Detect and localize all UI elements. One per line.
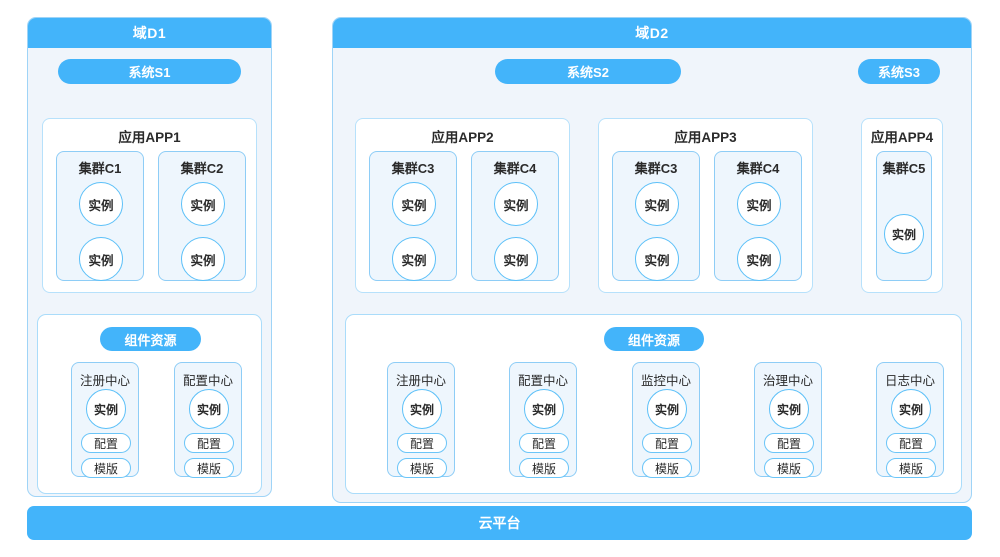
instance-node[interactable]: 实例 xyxy=(884,214,924,254)
component-title-registry: 注册中心 xyxy=(395,374,446,388)
component-tag-template[interactable]: 模版 xyxy=(886,458,936,478)
component-tag-config[interactable]: 配置 xyxy=(184,433,234,453)
component-box-governance[interactable]: 治理中心 实例 配置 模版 xyxy=(754,362,822,478)
app-title-app2: 应用APP2 xyxy=(431,130,494,145)
component-resources-d1: 组件资源 注册中心 实例 配置 模版 配置中心 实例 配置 模版 xyxy=(37,314,262,494)
component-tag-template[interactable]: 模版 xyxy=(519,458,569,478)
instance-node[interactable]: 实例 xyxy=(737,182,781,226)
cluster-title-c4: 集群C4 xyxy=(493,161,537,176)
app-box-app2[interactable]: 应用APP2 集群C3 实例 实例 集群C4 实例 实例 xyxy=(355,118,570,293)
app-box-app3[interactable]: 应用APP3 集群C3 实例 实例 集群C4 实例 实例 xyxy=(598,118,813,293)
component-tag-template[interactable]: 模版 xyxy=(81,458,131,478)
cluster-title-c4: 集群C4 xyxy=(736,161,780,176)
component-tag-config[interactable]: 配置 xyxy=(642,433,692,453)
component-title-monitor: 监控中心 xyxy=(640,374,691,388)
cluster-box-c1[interactable]: 集群C1 实例 实例 xyxy=(56,151,144,281)
instance-node[interactable]: 实例 xyxy=(189,389,229,429)
cluster-title-c3: 集群C3 xyxy=(634,161,678,176)
domain-panel-d2: 域D2 系统S2 系统S3 应用APP2 集群C3 实例 实例 集群C4 实例 … xyxy=(332,17,972,503)
system-label-s3[interactable]: 系统S3 xyxy=(858,59,940,84)
domain-header-d2: 域D2 xyxy=(333,18,971,48)
instance-node[interactable]: 实例 xyxy=(635,182,679,226)
component-box-config[interactable]: 配置中心 实例 配置 模版 xyxy=(174,362,242,478)
domain-body-d2: 系统S2 系统S3 应用APP2 集群C3 实例 实例 集群C4 实例 实例 xyxy=(333,48,971,502)
system-label-s2[interactable]: 系统S2 xyxy=(495,59,681,84)
instance-node[interactable]: 实例 xyxy=(494,182,538,226)
instance-node[interactable]: 实例 xyxy=(181,182,225,226)
component-tag-template[interactable]: 模版 xyxy=(764,458,814,478)
cluster-box-c4-app3[interactable]: 集群C4 实例 实例 xyxy=(714,151,802,281)
component-box-registry[interactable]: 注册中心 实例 配置 模版 xyxy=(71,362,139,478)
instance-node[interactable]: 实例 xyxy=(392,182,436,226)
domain-panel-d1: 域D1 系统S1 应用APP1 集群C1 实例 实例 集群C2 实例 实例 xyxy=(27,17,272,497)
component-box-config[interactable]: 配置中心 实例 配置 模版 xyxy=(509,362,577,478)
instance-node[interactable]: 实例 xyxy=(392,237,436,281)
component-box-registry[interactable]: 注册中心 实例 配置 模版 xyxy=(387,362,455,478)
instance-node[interactable]: 实例 xyxy=(79,182,123,226)
component-title-config: 配置中心 xyxy=(517,374,568,388)
cluster-title-c3: 集群C3 xyxy=(391,161,435,176)
domain-body-d1: 系统S1 应用APP1 集群C1 实例 实例 集群C2 实例 实例 xyxy=(28,48,271,496)
component-tag-config[interactable]: 配置 xyxy=(397,433,447,453)
app-title-app1: 应用APP1 xyxy=(118,130,181,145)
instance-node[interactable]: 实例 xyxy=(402,389,442,429)
cluster-box-c3-app2[interactable]: 集群C3 实例 实例 xyxy=(369,151,457,281)
instance-node[interactable]: 实例 xyxy=(647,389,687,429)
component-box-monitor[interactable]: 监控中心 实例 配置 模版 xyxy=(632,362,700,478)
component-resources-label-d1[interactable]: 组件资源 xyxy=(100,327,201,351)
cluster-title-c1: 集群C1 xyxy=(78,161,122,176)
instance-node[interactable]: 实例 xyxy=(769,389,809,429)
instance-node[interactable]: 实例 xyxy=(737,237,781,281)
component-tag-template[interactable]: 模版 xyxy=(184,458,234,478)
instance-node[interactable]: 实例 xyxy=(494,237,538,281)
component-title-registry: 注册中心 xyxy=(79,374,130,388)
instance-node[interactable]: 实例 xyxy=(79,237,123,281)
component-resources-label-d2[interactable]: 组件资源 xyxy=(604,327,704,351)
instance-node[interactable]: 实例 xyxy=(181,237,225,281)
app-title-app4: 应用APP4 xyxy=(870,130,934,145)
cloud-platform-bar[interactable]: 云平台 xyxy=(27,506,972,540)
cluster-box-c5[interactable]: 集群C5 实例 xyxy=(876,151,932,281)
component-resources-d2: 组件资源 注册中心 实例 配置 模版 配置中心 实例 配置 模版 监控 xyxy=(345,314,962,494)
system-label-s1[interactable]: 系统S1 xyxy=(58,59,241,84)
component-title-config: 配置中心 xyxy=(182,374,233,388)
component-tag-config[interactable]: 配置 xyxy=(519,433,569,453)
app-title-app3: 应用APP3 xyxy=(674,130,737,145)
cluster-box-c2[interactable]: 集群C2 实例 实例 xyxy=(158,151,246,281)
component-tag-config[interactable]: 配置 xyxy=(764,433,814,453)
component-tag-template[interactable]: 模版 xyxy=(642,458,692,478)
instance-node[interactable]: 实例 xyxy=(635,237,679,281)
instance-node[interactable]: 实例 xyxy=(86,389,126,429)
cluster-box-c3-app3[interactable]: 集群C3 实例 实例 xyxy=(612,151,700,281)
domain-header-d1: 域D1 xyxy=(28,18,271,48)
component-title-governance: 治理中心 xyxy=(762,374,813,388)
component-tag-template[interactable]: 模版 xyxy=(397,458,447,478)
component-tag-config[interactable]: 配置 xyxy=(81,433,131,453)
instance-node[interactable]: 实例 xyxy=(524,389,564,429)
app-box-app1[interactable]: 应用APP1 集群C1 实例 实例 集群C2 实例 实例 xyxy=(42,118,257,293)
component-box-log[interactable]: 日志中心 实例 配置 模版 xyxy=(876,362,944,478)
component-tag-config[interactable]: 配置 xyxy=(886,433,936,453)
instance-node[interactable]: 实例 xyxy=(891,389,931,429)
cluster-box-c4-app2[interactable]: 集群C4 实例 实例 xyxy=(471,151,559,281)
cluster-title-c5: 集群C5 xyxy=(882,161,926,176)
component-title-log: 日志中心 xyxy=(884,374,935,388)
cluster-title-c2: 集群C2 xyxy=(180,161,224,176)
app-box-app4[interactable]: 应用APP4 集群C5 实例 xyxy=(861,118,943,293)
